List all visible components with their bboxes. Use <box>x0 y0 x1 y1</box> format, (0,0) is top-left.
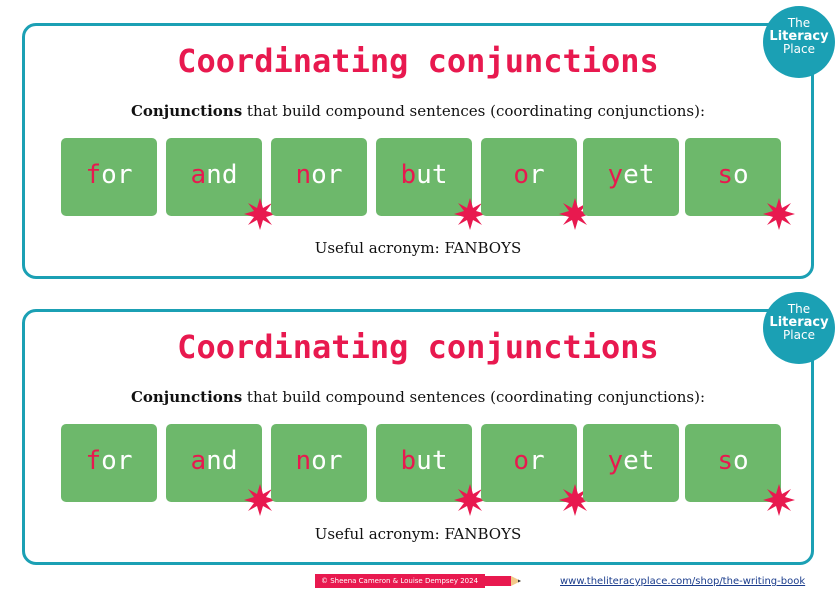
tile-first-letter: n <box>295 160 312 190</box>
star-burst-icon <box>454 198 486 230</box>
tile-rest-letters: r <box>529 160 545 190</box>
tile-first-letter: a <box>190 160 207 190</box>
tile-first-letter: o <box>513 446 529 476</box>
literacy-place-logo: The Literacy Place <box>763 292 835 364</box>
literacy-place-logo: The Literacy Place <box>763 6 835 78</box>
logo-line-2: Literacy <box>769 315 829 330</box>
tile-first-letter: n <box>295 446 312 476</box>
star-burst-icon <box>454 484 486 516</box>
tile-yet: yet <box>583 138 679 216</box>
star-burst-icon <box>763 198 795 230</box>
tile-rest-letters: et <box>623 446 655 476</box>
acronym-text: Useful acronym: FANBOYS <box>314 239 522 257</box>
tile-and: and <box>166 138 276 230</box>
tile-so: so <box>685 138 795 230</box>
tile-first-letter: y <box>607 446 624 476</box>
tile-first-letter: s <box>717 160 733 190</box>
tile-first-letter: s <box>717 446 733 476</box>
logo-line-2: Literacy <box>769 29 829 44</box>
conjunction-tiles: for and nor but or yet so <box>61 138 795 230</box>
tile-or: or <box>481 424 591 516</box>
card-title: Coordinating conjunctions <box>177 42 659 80</box>
tile-rest-letters: or <box>311 160 343 190</box>
acronym-text: Useful acronym: FANBOYS <box>314 525 522 543</box>
tile-rest-letters: or <box>101 446 133 476</box>
tile-rest-letters: or <box>311 446 343 476</box>
logo-line-3: Place <box>783 328 815 342</box>
tile-and: and <box>166 424 276 516</box>
tile-first-letter: y <box>607 160 624 190</box>
logo-line-1: The <box>787 302 811 316</box>
tile-first-letter: f <box>85 446 102 476</box>
tile-first-letter: a <box>190 446 207 476</box>
tile-first-letter: o <box>513 160 529 190</box>
tile-rest-letters: r <box>529 446 545 476</box>
star-burst-icon <box>244 484 276 516</box>
tile-for: for <box>61 138 157 216</box>
tile-rest-letters: ut <box>416 446 448 476</box>
subtitle-bold: Conjunctions <box>130 102 243 120</box>
conjunction-tiles: for and nor but or yet so <box>61 424 795 516</box>
card-title: Coordinating conjunctions <box>177 328 659 366</box>
tile-rest-letters: ut <box>416 160 448 190</box>
subtitle-bold: Conjunctions <box>130 388 243 406</box>
tile-but: but <box>376 138 486 230</box>
tile-for: for <box>61 424 157 502</box>
logo-line-1: The <box>787 16 811 30</box>
pencil-icon <box>485 576 521 586</box>
tile-nor: nor <box>271 138 367 216</box>
logo-line-3: Place <box>783 42 815 56</box>
tile-but: but <box>376 424 486 516</box>
tile-rest-letters: or <box>101 160 133 190</box>
conjunction-card-1: The Literacy Place Coordinating conjunct… <box>22 6 835 279</box>
tile-first-letter: b <box>400 160 417 190</box>
tile-rest-letters: nd <box>206 446 238 476</box>
tile-so: so <box>685 424 795 516</box>
tile-rest-letters: et <box>623 160 655 190</box>
card-subtitle: Conjunctions that build compound sentenc… <box>25 102 811 120</box>
star-burst-icon <box>244 198 276 230</box>
copyright-banner: © Sheena Cameron & Louise Dempsey 2024 <box>315 574 485 588</box>
tile-rest-letters: nd <box>206 160 238 190</box>
tile-nor: nor <box>271 424 367 502</box>
tile-first-letter: f <box>85 160 102 190</box>
website-link[interactable]: www.theliteracyplace.com/shop/the-writin… <box>560 576 806 587</box>
tile-or: or <box>481 138 591 230</box>
subtitle-rest: that build compound sentences (coordinat… <box>242 102 706 120</box>
card-subtitle: Conjunctions that build compound sentenc… <box>25 388 811 406</box>
subtitle-rest: that build compound sentences (coordinat… <box>242 388 706 406</box>
star-burst-icon <box>763 484 795 516</box>
tile-first-letter: b <box>400 446 417 476</box>
tile-rest-letters: o <box>733 160 749 190</box>
tile-yet: yet <box>583 424 679 502</box>
tile-rest-letters: o <box>733 446 749 476</box>
conjunction-card-2: The Literacy Place Coordinating conjunct… <box>22 292 835 565</box>
